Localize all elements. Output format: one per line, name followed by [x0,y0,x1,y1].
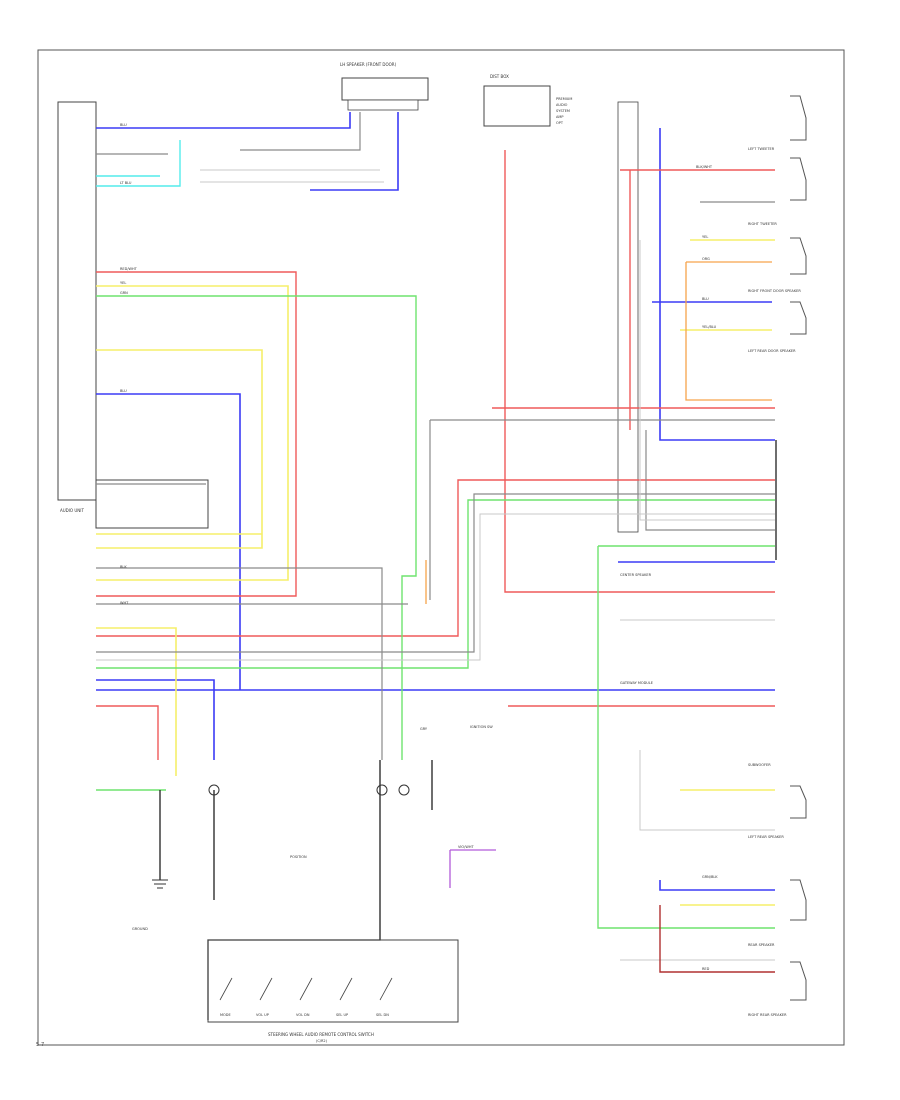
amp-label-4: AMP [556,115,564,119]
amp-label-2: AUDIO [556,103,568,107]
wires-yellow [96,239,775,906]
position-note: POSITION [290,855,307,859]
wire-label-blu: BLU [120,123,127,127]
right-rear-label: RIGHT REAR SPEAKER [748,1013,787,1017]
wires-blue [96,112,775,891]
wire-label-yel: YEL [120,281,126,285]
audio-unit-label: AUDIO UNIT [60,508,84,513]
wires-orange [425,261,772,604]
amp-label-5: OPT [556,121,564,125]
ground-symbols [152,784,410,889]
wire-label-yel-blu: YEL/BLU [702,325,717,329]
amp-label-1: PREMIUM [556,97,572,101]
wire-label-wht: WHT [120,601,129,605]
amp-label-3: SYSTEM [556,109,570,113]
audio-unit-connector: AUDIO UNIT [57,101,209,529]
wires-cyan [96,140,181,187]
left-rear-door-label: LEFT REAR DOOR SPEAKER [748,349,796,353]
switch-label-3: VOL DN [296,1013,310,1017]
gateway-label: GATEWAY MODULE [620,681,653,685]
steering-switch-label: STEERING WHEEL AUDIO REMOTE CONTROL SWIT… [268,1032,374,1037]
wires-gray [96,112,775,760]
wire-label-grn-blk: GRN/BLK [702,875,718,879]
wire-label-red-2: RED [702,967,710,971]
wire-label-gry: GRY [420,727,428,731]
left-rear-label: LEFT REAR SPEAKER [748,835,784,839]
wire-label-blu-3: BLU [702,297,709,301]
diagram-border [37,49,845,1046]
switch-label-2: VOL UP [256,1013,269,1017]
switch-label-5: SEL DN [376,1013,389,1017]
wires-green [96,295,775,929]
wire-label-grn: GRN [120,291,128,295]
ground-left-label: GROUND [132,927,148,931]
switch-label-4: SEL UP [336,1013,348,1017]
wires-violet [449,849,496,888]
wire-label-blk-wht: BLK/WHT [696,165,713,169]
wires-red [96,150,775,760]
speaker-symbols [790,95,807,1001]
wire-label-vio-wht: VIO/WHT [458,845,474,849]
page-code: 5-7 [36,1042,45,1048]
wire-label-blk: BLK [120,565,127,569]
switch-label-1: MODE [220,1013,231,1017]
steering-switch-sublabel: (C/R2) [316,1039,328,1043]
top-speaker-connector: LH SPEAKER (FRONT DOOR) [340,62,429,111]
center-speaker-label: CENTER SPEAKER [620,573,652,577]
amp-box: DIST BOX PREMIUM AUDIO SYSTEM AMP OPT [483,74,572,127]
ignition-label: IGNITION SW [470,725,493,729]
right-front-door-label: RIGHT FRONT DOOR SPEAKER [748,289,801,293]
rear-speaker-label: REAR SPEAKER [748,943,775,947]
wire-label-lt-blu: LT BLU [120,181,132,185]
wire-label-org: ORG [702,257,710,261]
amp-box-label: DIST BOX [490,74,509,79]
subwoofer-label: SUBWOOFER [748,763,771,767]
wires-darkred [659,905,775,973]
wire-label-blu-2: BLU [120,389,127,393]
wires-light [96,169,775,961]
wire-label-red-wht: RED/WHT [120,267,138,271]
left-tweeter-label: LEFT TWEETER [748,147,775,151]
wire-label-yel-2: YEL [702,235,708,239]
radio-unit-connector [617,101,639,533]
top-speaker-label: LH SPEAKER (FRONT DOOR) [340,62,397,67]
right-tweeter-label: RIGHT TWEETER [748,222,777,226]
steering-switch-block: MODE VOL UP VOL DN SEL UP SEL DN STEERIN… [207,939,459,1043]
wire-labels: BLU YEL RED/WHT GRN BLU LT BLU BLK/WHT Y… [120,123,718,971]
